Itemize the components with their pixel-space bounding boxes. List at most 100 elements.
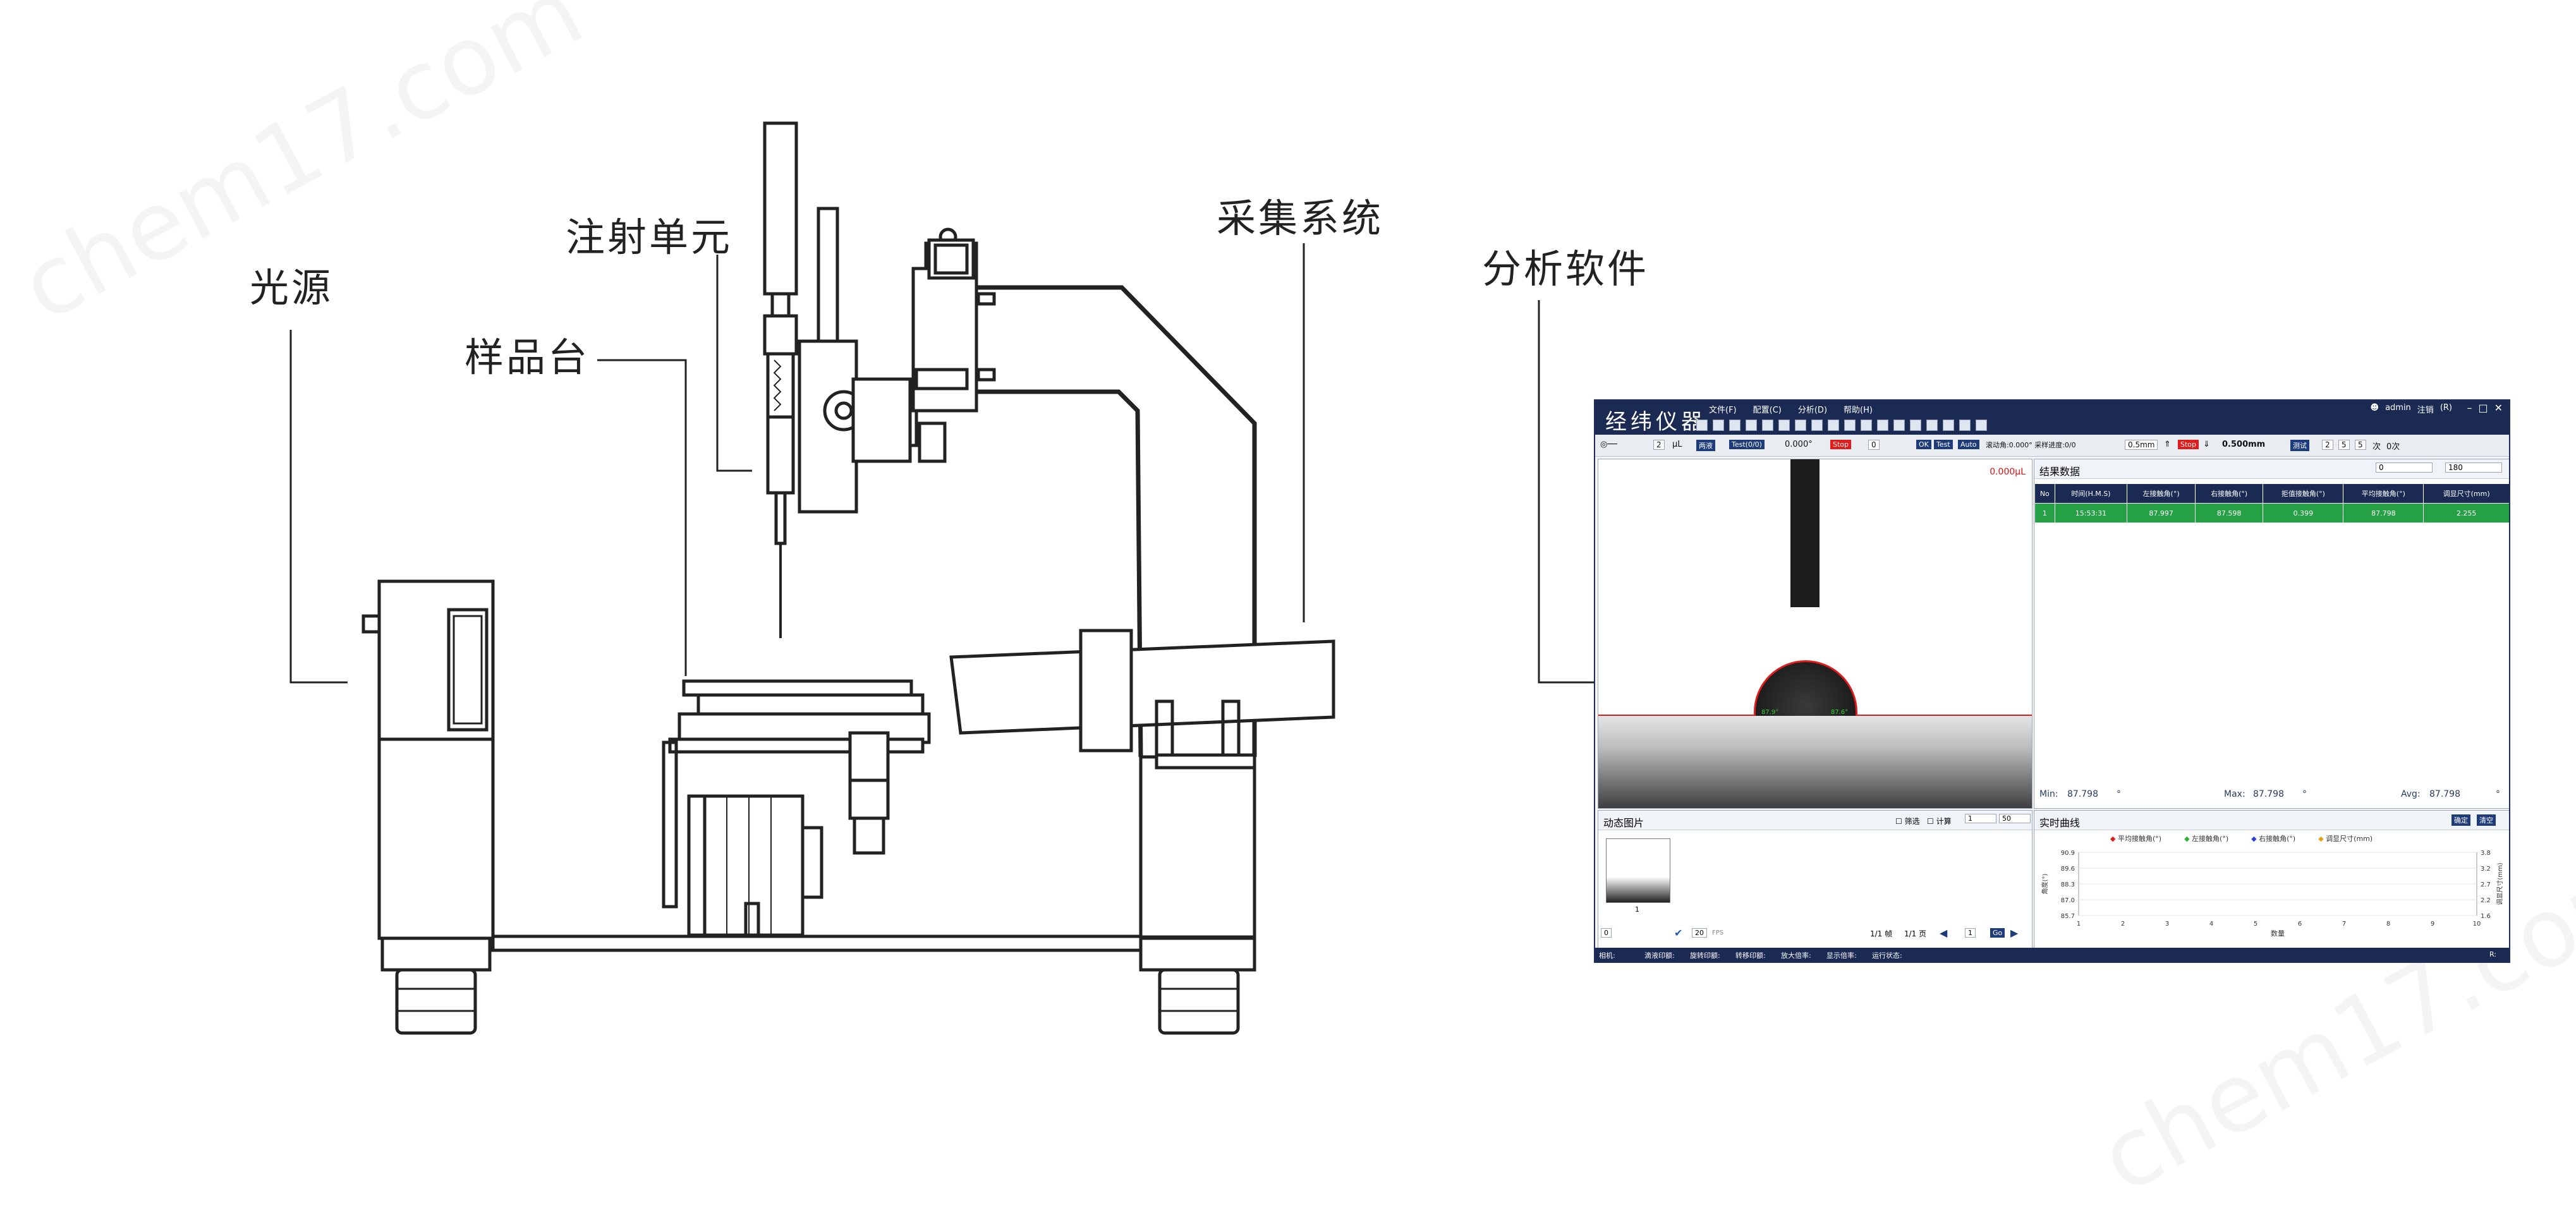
down-arrow-icon[interactable]: ⇓ (2203, 440, 2210, 449)
toolbar-icon[interactable] (1746, 420, 1757, 431)
table-header[interactable]: 右接触角(°) (2194, 483, 2264, 504)
toolbar-icon[interactable] (1861, 420, 1872, 431)
menu-analysis[interactable]: 分析(D) (1797, 406, 1828, 415)
table-row[interactable]: 1 15:53:31 87.997 87.598 0.399 87.798 2.… (2034, 503, 2509, 523)
avg-label: Avg: (2401, 789, 2421, 799)
page-input[interactable]: 1 (1965, 928, 1976, 938)
toolbar-icon[interactable] (1696, 420, 1708, 431)
table-header[interactable]: 调显尺寸(mm) (2423, 483, 2509, 504)
stop-button[interactable]: Stop (1830, 440, 1852, 449)
maximize-icon[interactable]: □ (2478, 402, 2488, 414)
toolbar-icon[interactable] (1778, 420, 1790, 431)
frame-to-input[interactable]: 50 (1999, 814, 2031, 823)
toolbar-icon[interactable] (1795, 420, 1806, 431)
ok-button[interactable]: OK (1916, 440, 1931, 449)
max-value: 87.798 (2253, 789, 2284, 799)
step-select[interactable]: 0.5mm (2125, 440, 2158, 450)
next-page-icon[interactable]: ▶ (2010, 927, 2019, 939)
toolbar-icon[interactable] (1729, 420, 1741, 431)
table-cell: 87.598 (2194, 503, 2264, 523)
stop-button-2[interactable]: Stop (2178, 440, 2199, 449)
leader-light-source (289, 330, 348, 684)
toolbar-icon[interactable] (1893, 420, 1905, 431)
table-header[interactable]: No (2034, 483, 2055, 504)
legend-avg[interactable]: ◆ 平均接触角(°) (2110, 833, 2161, 843)
toolbar-icon[interactable] (1976, 420, 1987, 431)
calc-checkbox[interactable]: ☐ 计算 (1927, 817, 1952, 826)
range-from-input[interactable]: 0 (2376, 462, 2433, 473)
x-tick-label: 7 (2342, 921, 2346, 928)
prev-page-icon[interactable]: ◀ (1940, 927, 1948, 939)
results-title: 结果数据 (2039, 466, 2081, 478)
test-button[interactable]: Test (1934, 440, 1953, 449)
window-controls: – □ ✕ (2467, 402, 2503, 414)
legend-size[interactable]: ◆ 调显尺寸(mm) (2318, 833, 2372, 843)
close-icon[interactable]: ✕ (2494, 402, 2503, 414)
times-input-a[interactable]: 2 (2322, 440, 2333, 450)
confirm-check-icon[interactable]: ✔ (1674, 927, 1683, 939)
curve-clear-button[interactable]: 清空 (2477, 814, 2496, 826)
table-header[interactable]: 左接触角(°) (2127, 483, 2196, 504)
table-header[interactable]: 时间(H.M.S) (2054, 483, 2128, 504)
auto-button[interactable]: Auto (1958, 440, 1979, 449)
volume-input[interactable]: 2 (1653, 440, 1665, 450)
legend-right[interactable]: ◆ 右接触角(°) (2251, 833, 2295, 843)
up-arrow-icon[interactable]: ⇑ (2164, 440, 2171, 449)
y-axis-label-left: 角度(°) (2041, 874, 2049, 895)
menu-help[interactable]: 帮助(H) (1844, 406, 1873, 415)
times-unit: 次 (2372, 442, 2381, 452)
icon-toolbar (1696, 420, 1987, 431)
toolbar-icon[interactable] (1828, 420, 1839, 431)
right-tick-label: 2.2 (2481, 897, 2491, 904)
toolbar-icon[interactable] (1959, 420, 1971, 431)
right-tick-label: 2.7 (2481, 881, 2491, 888)
toolbar-icon[interactable] (1844, 420, 1856, 431)
toolbar-icon[interactable] (1713, 420, 1724, 431)
fps-input[interactable]: 20 (1692, 928, 1707, 938)
table-header[interactable]: 平均接触角(°) (2343, 483, 2424, 504)
logout-link[interactable]: 注销 (2417, 406, 2434, 415)
toolbar-icon[interactable] (1926, 420, 1938, 431)
toolbar-icon[interactable] (1877, 420, 1888, 431)
dynamic-header: 动态图片 ☐ 筛选 ☐ 计算 1 50 (1598, 811, 2032, 830)
realtime-curve-pane: 实时曲线 确定 清空 ◆ 平均接触角(°) ◆ 左接触角(°) ◆ 右接触角(°… (2034, 810, 2509, 949)
toolbar-icon[interactable] (1811, 420, 1823, 431)
legend-left[interactable]: ◆ 左接触角(°) (2184, 833, 2228, 843)
table-header[interactable]: 拒值接触角(°) (2263, 483, 2344, 504)
status-item: 运行状态: (1872, 952, 1902, 960)
toolbar-icon[interactable] (1943, 420, 1954, 431)
mode-select-2[interactable]: 测试 (2290, 440, 2309, 451)
menu-file[interactable]: 文件(F) (1709, 406, 1737, 415)
range-to-input[interactable]: 180 (2445, 462, 2502, 473)
go-button[interactable]: Go (1990, 928, 2005, 938)
left-angle-label: 87.9° (1761, 709, 1779, 716)
table-cell: 87.798 (2343, 503, 2424, 523)
start-input[interactable]: 0 (1601, 928, 1612, 938)
control-toolbar: ◎── 2 μL 两液 Test(0/0) 0.000° Stop 0 OK T… (1595, 435, 2509, 457)
minimize-icon[interactable]: – (2467, 402, 2472, 414)
distance-readout: 0.500mm (2222, 440, 2266, 449)
menu-config[interactable]: 配置(C) (1753, 406, 1782, 415)
status-item: 滴液印额: (1644, 952, 1675, 960)
frame-thumbnail[interactable] (1606, 838, 1670, 903)
software-brand: 经纬仪器 (1605, 409, 1706, 435)
label-analysis-software: 分析软件 (1482, 246, 1649, 292)
times-input-c[interactable]: 5 (2355, 440, 2366, 450)
instrument-drawing (289, 121, 1598, 1035)
left-tick-label: 87.0 (2061, 897, 2075, 904)
test-select[interactable]: Test(0/0) (1729, 440, 1765, 449)
curve-title: 实时曲线 (2039, 817, 2081, 829)
filter-checkbox[interactable]: ☐ 筛选 (1895, 817, 1920, 826)
toolbar-icon[interactable] (1762, 420, 1773, 431)
angle-readout: 0.000° (1785, 440, 1813, 449)
count-input[interactable]: 0 (1868, 440, 1880, 450)
mode-select[interactable]: 两液 (1696, 440, 1715, 451)
legend-marker: ◆ (2251, 835, 2257, 843)
status-bar: R: 相机:滴液印额:旋转印额:转移印额:放大倍率:显示倍率:运行状态: (1595, 948, 2509, 962)
curve-confirm-button[interactable]: 确定 (2451, 814, 2470, 826)
times-input-b[interactable]: 5 (2338, 440, 2350, 450)
frame-from-input[interactable]: 1 (1965, 814, 1996, 823)
toolbar-icon[interactable] (1910, 420, 1921, 431)
software-menu: 文件(F) 配置(C) 分析(D) 帮助(H) (1709, 403, 1873, 415)
